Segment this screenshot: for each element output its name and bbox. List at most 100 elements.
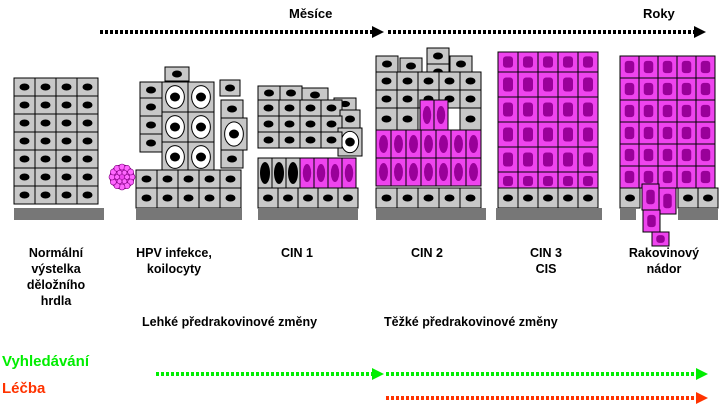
cell-illustrations <box>13 47 719 247</box>
abnormal-nucleus <box>454 135 463 153</box>
nucleus <box>305 120 316 128</box>
abnormal-nucleus <box>543 102 553 117</box>
abnormal-nucleus <box>681 60 692 74</box>
stage-label-cancer: Rakovinový nádor <box>628 246 700 276</box>
abnormal-nucleus <box>543 56 553 68</box>
abnormal-nucleus <box>469 163 478 181</box>
abnormal-nucleus <box>503 77 513 92</box>
abnormal-nucleus <box>624 60 635 74</box>
abnormal-nucleus <box>409 135 418 153</box>
stage-cin3-tissue <box>496 51 602 220</box>
abnormal-nucleus <box>563 175 573 187</box>
nucleus <box>263 104 274 112</box>
nucleus <box>82 137 93 145</box>
abnormal-nucleus <box>394 135 403 153</box>
abnormal-nucleus <box>647 214 656 228</box>
abnormal-nucleus <box>583 152 593 167</box>
basement-membrane <box>258 208 358 220</box>
abnormal-nucleus <box>646 189 655 205</box>
stage-normal-tissue <box>13 77 136 220</box>
nucleus <box>423 194 434 202</box>
nucleus <box>196 92 206 102</box>
abnormal-nucleus <box>543 127 553 142</box>
nucleus <box>40 173 51 181</box>
nucleus <box>19 83 30 91</box>
abnormal-nucleus <box>700 82 711 96</box>
stage-hpv-tissue <box>135 66 248 220</box>
nucleus <box>703 194 713 202</box>
abnormal-nucleus <box>583 175 593 187</box>
years-arrow-head <box>694 26 706 38</box>
nucleus <box>40 191 51 199</box>
abnormal-nucleus <box>523 152 533 167</box>
abnormal-nucleus <box>662 148 673 162</box>
stage-cin1-tissue <box>257 85 363 220</box>
nucleus <box>305 104 316 112</box>
virus-capsomere <box>114 174 120 180</box>
abnormal-nucleus <box>662 104 673 118</box>
dark-nucleus <box>274 162 284 184</box>
nucleus <box>456 60 466 68</box>
abnormal-nucleus <box>624 104 635 118</box>
nucleus <box>343 194 353 202</box>
nucleus <box>82 119 93 127</box>
abnormal-nucleus <box>523 127 533 142</box>
abnormal-nucleus <box>643 148 654 162</box>
abnormal-nucleus <box>503 175 513 187</box>
nucleus <box>345 137 355 147</box>
nucleus <box>227 105 237 113</box>
nucleus <box>40 101 51 109</box>
nucleus <box>141 194 152 202</box>
nucleus <box>326 136 337 144</box>
basement-membrane <box>136 208 242 220</box>
nucleus <box>284 120 295 128</box>
nucleus <box>683 194 693 202</box>
nucleus <box>40 119 51 127</box>
abnormal-nucleus <box>503 102 513 117</box>
stage-cancer-tissue <box>619 55 719 247</box>
nucleus <box>583 194 593 202</box>
virus-capsomere <box>121 169 128 176</box>
nucleus <box>465 194 476 202</box>
abnormal-nucleus <box>523 102 533 117</box>
treatment-arrow-head <box>696 392 708 404</box>
abnormal-nucleus <box>424 135 433 153</box>
abnormal-nucleus <box>302 164 312 182</box>
nucleus <box>263 194 273 202</box>
abnormal-nucleus <box>700 104 711 118</box>
nucleus <box>402 194 413 202</box>
time-label-months: Měsíce <box>289 6 333 21</box>
nucleus <box>61 191 72 199</box>
nucleus <box>402 77 413 85</box>
abnormal-nucleus <box>543 152 553 167</box>
nucleus <box>465 77 476 85</box>
abnormal-nucleus <box>379 163 388 181</box>
nucleus <box>225 175 236 183</box>
timeline-arrows <box>100 26 708 404</box>
nucleus <box>19 137 30 145</box>
nucleus <box>543 194 553 202</box>
basement-membrane <box>620 208 636 220</box>
nucleus <box>229 129 239 139</box>
abnormal-nucleus <box>700 126 711 140</box>
nucleus <box>264 89 274 97</box>
dark-nucleus <box>260 162 270 184</box>
nucleus <box>19 101 30 109</box>
abnormal-nucleus <box>379 135 388 153</box>
nucleus <box>263 120 274 128</box>
nucleus <box>625 194 635 202</box>
stage-label-cin1: CIN 1 <box>281 246 313 260</box>
nucleus <box>381 77 392 85</box>
abnormal-nucleus <box>662 126 673 140</box>
nucleus <box>19 173 30 181</box>
treatment-label: Léčba <box>2 380 46 397</box>
stage-cin2-tissue <box>375 47 486 220</box>
abnormal-nucleus <box>344 164 354 182</box>
nucleus <box>61 119 72 127</box>
nucleus <box>444 77 455 85</box>
abnormal-nucleus <box>469 135 478 153</box>
abnormal-nucleus <box>422 106 432 124</box>
virus-capsomere <box>121 178 128 185</box>
nucleus <box>170 92 180 102</box>
abnormal-nucleus <box>563 77 573 92</box>
